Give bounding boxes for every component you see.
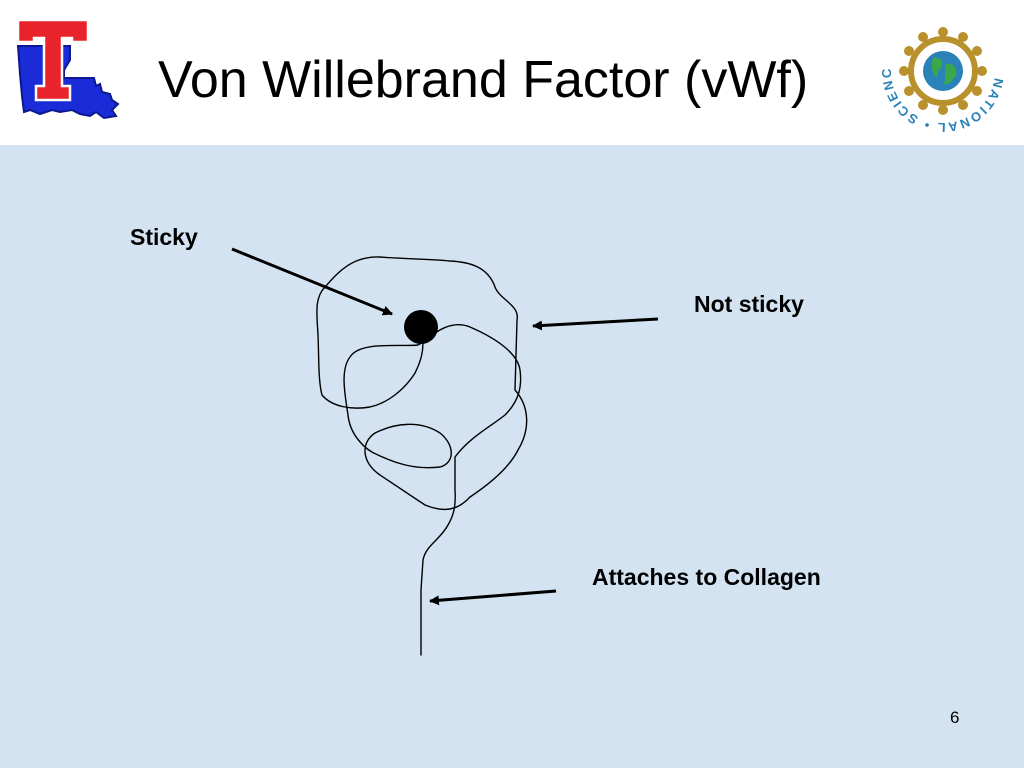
vwf-protein-strand <box>316 256 528 656</box>
louisiana-state-shape <box>16 45 120 120</box>
slide-title: Von Willebrand Factor (vWf) <box>158 51 809 109</box>
nsf-globe-land <box>931 57 957 85</box>
slide-page-number: 6 <box>950 708 960 727</box>
label-attaches-to-collagen: Attaches to Collagen <box>592 564 821 590</box>
arrow-collagen <box>429 589 557 606</box>
sticky-domain-dot <box>404 310 438 344</box>
slide-header: T Von Willebrand Factor (vWf) NATIONAL •… <box>0 0 1024 145</box>
arrow-not-sticky <box>532 317 659 331</box>
letter-t-shape <box>16 18 90 102</box>
arrow-sticky <box>231 247 393 316</box>
nsf-globe <box>923 51 963 91</box>
label-sticky: Sticky <box>130 224 198 250</box>
louisiana-tech-logo: T <box>16 18 120 120</box>
nsf-logo: NATIONAL • SCIENCE • FOUNDATION <box>878 6 1006 135</box>
vwf-diagram <box>231 247 659 656</box>
slide-content: Sticky Not sticky Attaches to Collagen <box>0 145 1024 768</box>
label-not-sticky: Not sticky <box>694 291 804 317</box>
nsf-people-ring <box>899 27 987 115</box>
